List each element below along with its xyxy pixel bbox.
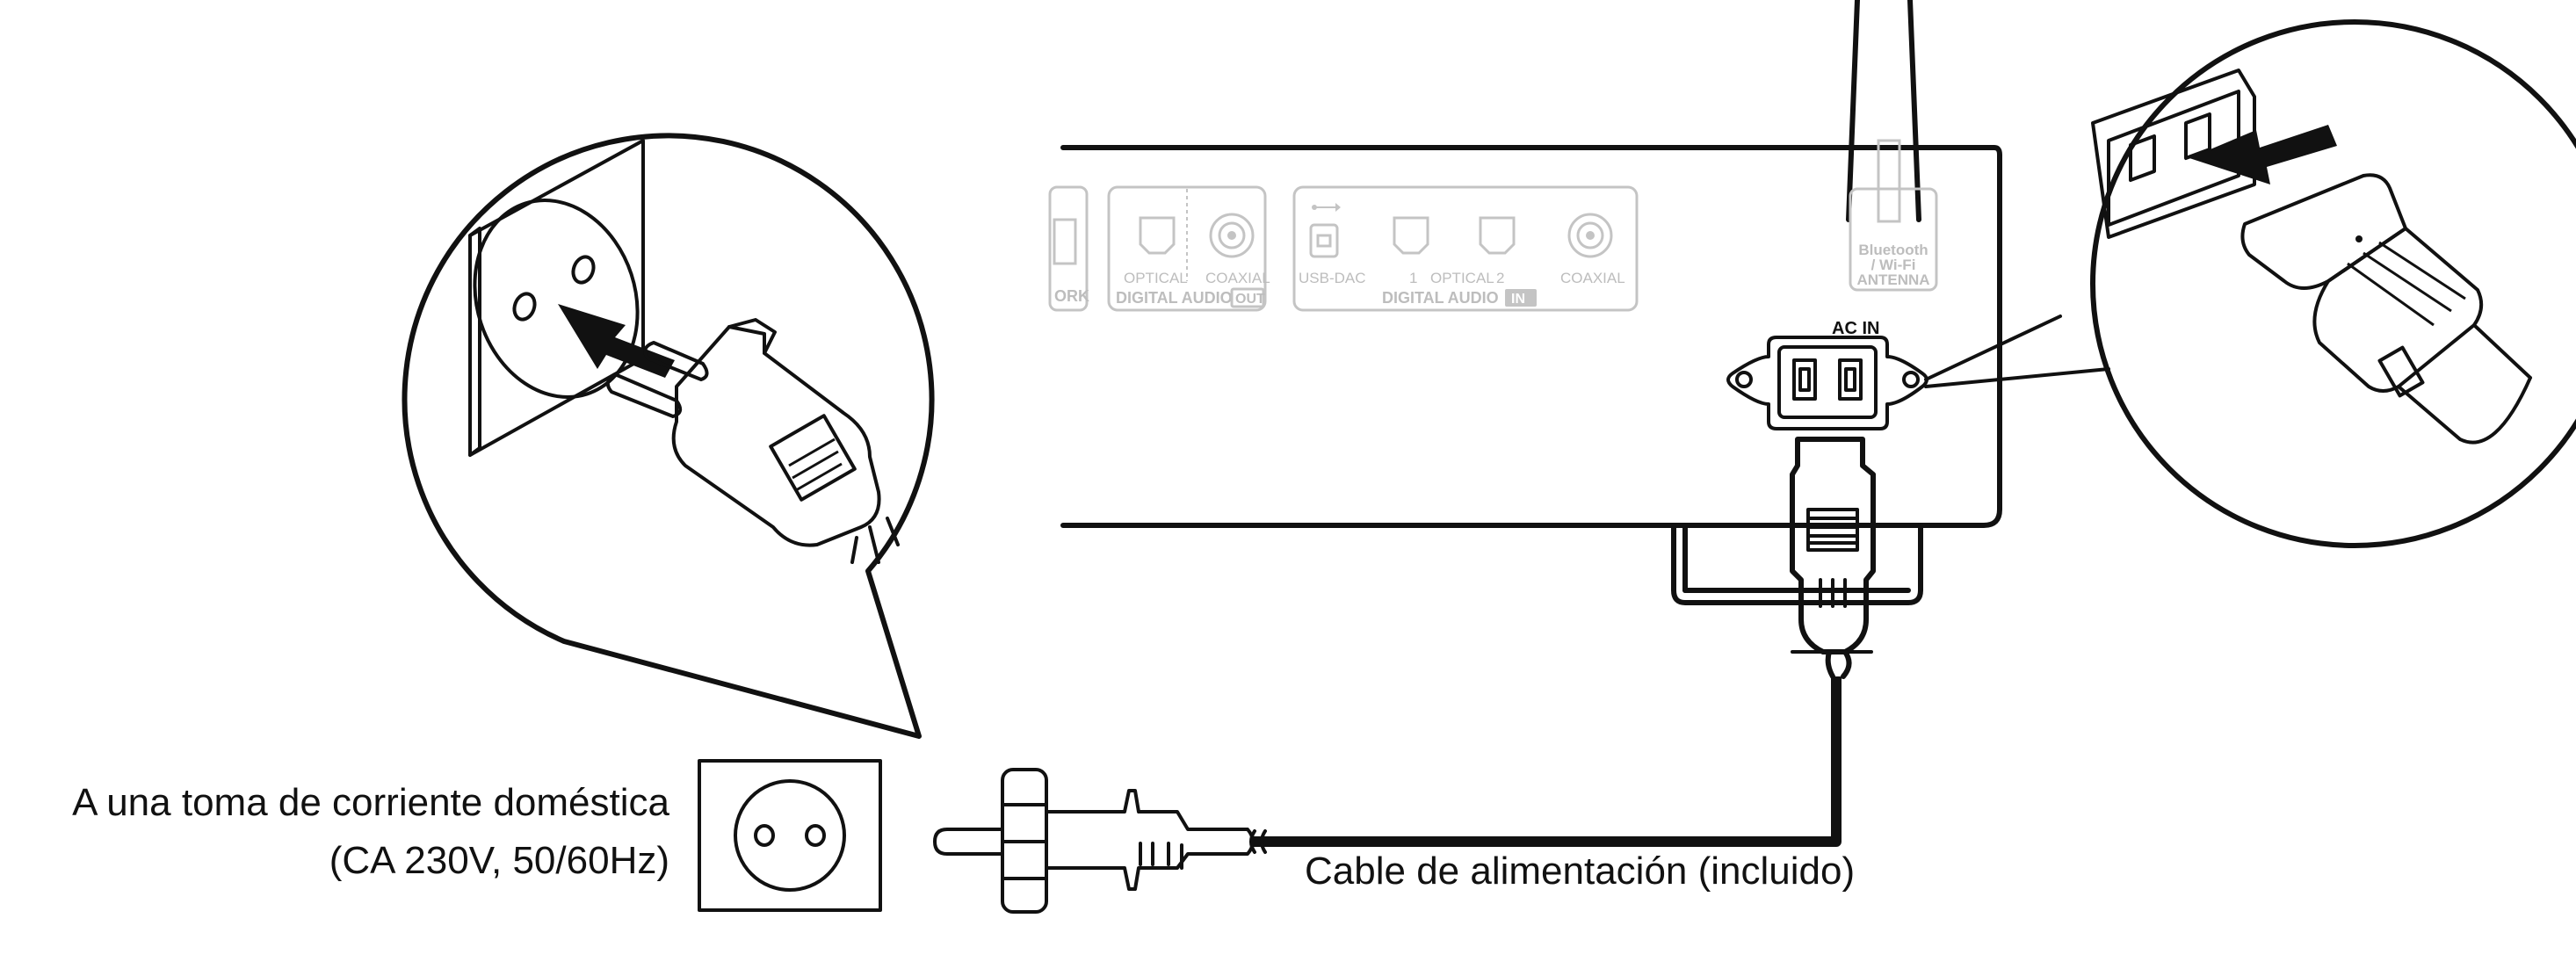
device-rear-panel <box>1060 0 2002 605</box>
label-usb-dac: USB-DAC <box>1299 270 1366 286</box>
coaxial-in-port <box>1567 213 1613 258</box>
coaxial-out-port <box>1209 213 1255 258</box>
label-optical-2: 2 <box>1496 270 1504 286</box>
label-in-badge: IN <box>1511 292 1525 307</box>
label-network: ORK <box>1054 287 1089 305</box>
iec-plug <box>1790 437 1876 654</box>
iec-connector-zoom <box>2240 173 2532 445</box>
europlug <box>933 768 1255 914</box>
label-ac-in: AC IN <box>1832 319 1879 338</box>
label-out-badge: OUT <box>1235 292 1265 307</box>
optical-in-2-port <box>1479 216 1516 255</box>
optical-out-port <box>1139 216 1176 255</box>
antenna <box>1846 0 1921 223</box>
ac-inlet: AC IN <box>1726 319 1928 430</box>
label-coaxial-out: COAXIAL <box>1205 270 1270 286</box>
label-cable: Cable de alimentación (incluido) <box>1305 850 1855 893</box>
panel-connectors: ORK OPTICAL COAXIAL DIGITAL AUDIO OUT <box>1048 185 1938 312</box>
power-cable <box>1249 649 1852 854</box>
label-coaxial-in: COAXIAL <box>1560 270 1625 286</box>
label-optical-1: 1 <box>1409 270 1417 286</box>
label-digital-audio-in: DIGITAL AUDIO <box>1382 289 1499 307</box>
optical-in-1-port <box>1393 216 1429 255</box>
label-antenna-3: ANTENNA <box>1856 271 1929 288</box>
label-voltage: (CA 230V, 50/60Hz) <box>329 839 669 882</box>
callout-wall-socket <box>402 133 935 739</box>
europlug-zoom <box>605 318 900 564</box>
insert-arrow-left <box>558 304 675 378</box>
wall-outlet <box>698 759 882 912</box>
label-optical-word: OPTICAL <box>1430 270 1494 286</box>
callout-ac-inlet <box>1924 19 2576 548</box>
label-optical-out: OPTICAL <box>1124 270 1188 286</box>
label-outlet: A una toma de corriente doméstica <box>72 781 669 824</box>
label-antenna-1: Bluetooth <box>1858 242 1928 258</box>
usb-dac-port <box>1309 223 1339 258</box>
label-antenna-2: / Wi-Fi <box>1871 257 1916 273</box>
label-digital-audio-out: DIGITAL AUDIO <box>1116 289 1233 307</box>
insert-arrow-right <box>2189 125 2337 184</box>
usb-icon <box>1312 203 1341 212</box>
